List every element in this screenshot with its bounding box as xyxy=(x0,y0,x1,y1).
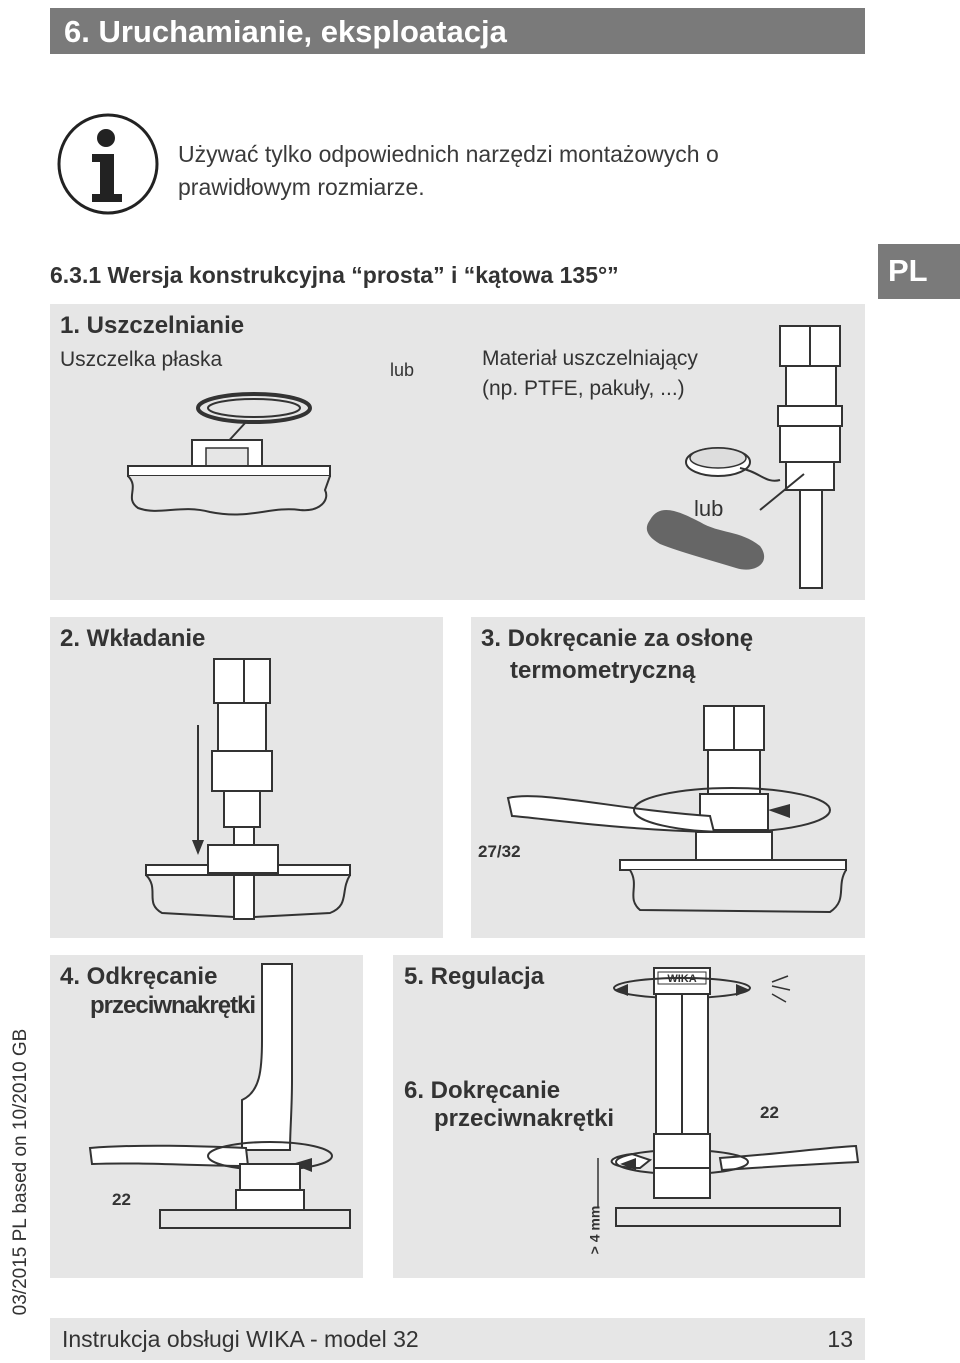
step3-title-line2: termometryczną xyxy=(510,657,696,684)
tightening-drawing xyxy=(506,705,847,914)
insertion-drawing xyxy=(145,658,351,920)
info-text: Używać tylko odpowiednich narzędzi monta… xyxy=(178,141,719,200)
language-tab: PL xyxy=(878,244,960,299)
adjustment-drawing: WIKA xyxy=(597,967,860,1227)
flat-gasket-drawing xyxy=(127,392,331,516)
wrench-size-label-6: 22 xyxy=(760,1103,779,1122)
flat-gasket-label: Uszczelka płaska xyxy=(60,348,223,371)
step6-title-line2: przeciwnakrętki xyxy=(434,1105,615,1132)
step1-title: 1. Uszczelnianie xyxy=(60,312,245,339)
subsection-title: 6.3.1 Wersja konstrukcyjna “prosta” i “k… xyxy=(50,262,619,288)
step3-title: 3. Dokręcanie za osłonę xyxy=(481,625,754,652)
sealing-material-examples: (np. PTFE, pakuły, ...) xyxy=(482,377,685,400)
section-title: 6. Uruchamianie, eksploatacja xyxy=(64,14,507,49)
locknut-loosening-drawing xyxy=(88,963,351,1229)
info-icon xyxy=(57,113,159,215)
wrench-size-label: 27/32 xyxy=(478,842,521,861)
step6-title: 6. Dokręcanie xyxy=(404,1077,561,1104)
step4-title-line2: przeciwnakrętki xyxy=(90,992,256,1019)
or-label-1: lub xyxy=(390,360,415,380)
page-footer: Instrukcja obsługi WIKA - model 32 13 xyxy=(50,1318,865,1360)
footer-title: Instrukcja obsługi WIKA - model 32 xyxy=(62,1326,419,1352)
step4-title: 4. Odkręcanie xyxy=(60,963,218,990)
sensor-with-tape-drawing xyxy=(646,325,843,589)
section-header: 6. Uruchamianie, eksploatacja xyxy=(50,8,865,54)
or-label-2: lub xyxy=(694,496,724,521)
wrench-size-label-4: 22 xyxy=(112,1190,131,1209)
document-version-note: 03/2015 PL based on 10/2010 GB xyxy=(10,1028,31,1316)
step2-title: 2. Wkładanie xyxy=(60,625,206,652)
step5-title: 5. Regulacja xyxy=(404,963,545,990)
sealing-material-label: Materiał uszczelniający xyxy=(482,347,698,370)
page-number: 13 xyxy=(827,1326,853,1352)
